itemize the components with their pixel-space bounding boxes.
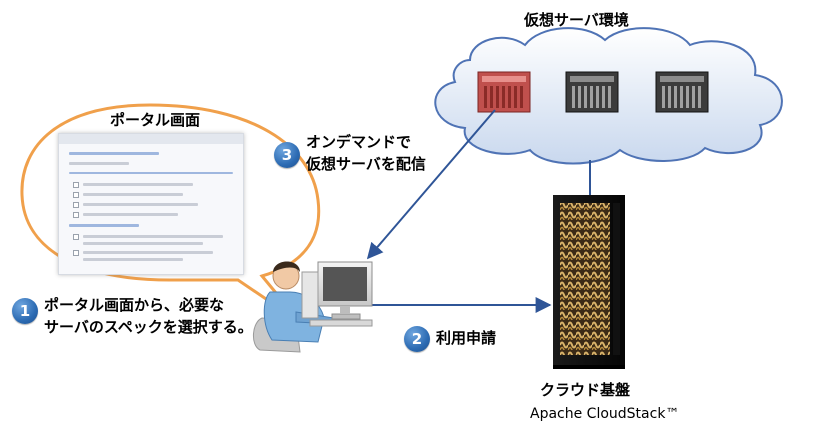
cloud-base-product: Apache CloudStack™ [530,406,680,422]
step-1-text-line1: ポータル画面から、必要な [44,296,225,314]
step-1-badge: 1 [12,298,38,324]
cloud-base-title: クラウド基盤 [540,381,631,399]
server-rack-icon [553,195,625,369]
user-at-computer-icon [253,261,373,353]
step-3-text-line2: 仮想サーバを配信 [306,155,426,173]
step-2-text: 利用申請 [436,329,497,347]
server-icon [477,71,531,113]
step-1-text-line2: サーバのスペックを選択する。 [44,318,253,336]
step-2-badge: 2 [404,326,430,352]
portal-screen-thumbnail [58,133,244,275]
step-3-badge: 3 [274,142,300,168]
step-3-text-line1: オンデマンドで [306,133,412,151]
arrow-deliver-server [366,109,496,260]
virtual-server-env-title: 仮想サーバ環境 [524,11,629,29]
portal-screen-title: ポータル画面 [110,111,201,129]
server-icon [655,71,709,113]
server-icon [565,71,619,113]
